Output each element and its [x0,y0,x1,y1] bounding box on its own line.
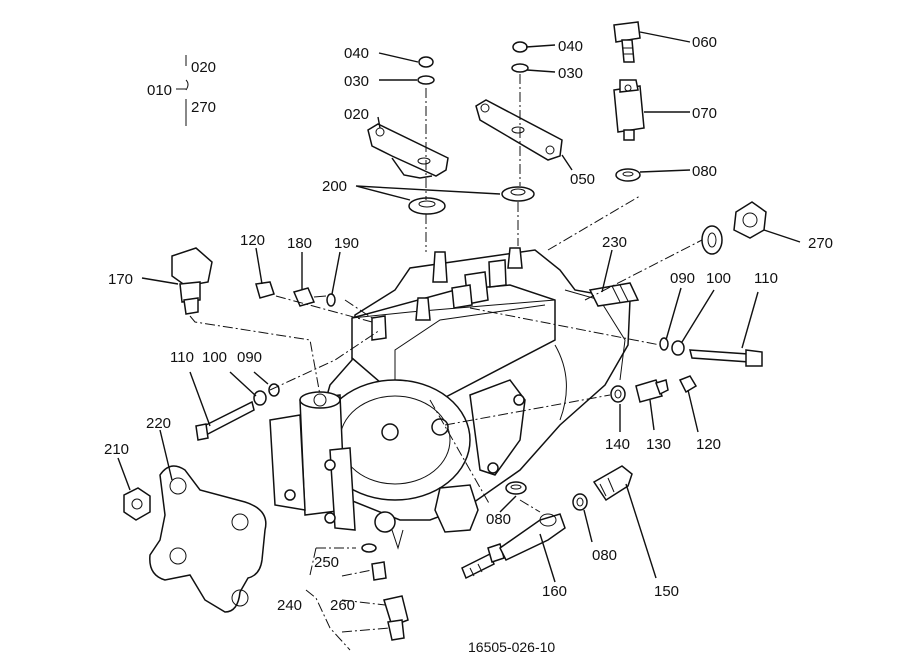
fittings-140-130-120 [610,375,698,403]
callout-260: 260 [330,597,355,614]
washer-200b [501,186,535,202]
bolt-110-left [195,383,280,441]
callout-060: 060 [692,34,717,51]
screw-180-190-120 [255,281,336,307]
plate-220 [149,465,267,613]
bolt-150 [592,465,633,502]
injection-pump-body [319,249,640,550]
range-label-main: 010 [147,82,172,99]
callout-100b: 100 [202,349,227,366]
nut-210 [123,487,151,521]
callout-190: 190 [334,235,359,252]
adaptor-070 [613,79,645,141]
governor-housing [269,391,356,531]
top-fasteners [408,41,535,215]
callout-090b: 090 [237,349,262,366]
callout-150: 150 [654,583,679,600]
callout-160: 160 [542,583,567,600]
washer-030a [417,75,435,85]
bracket-020 [367,123,449,179]
callout-140: 140 [605,436,630,453]
bolt-060 [613,21,641,63]
callout-labels: 040 040 030 030 020 050 060 070 080 080 … [104,34,833,614]
callout-080c: 080 [592,547,617,564]
callout-120b: 120 [696,436,721,453]
bolt-170 [171,247,213,315]
callout-030a: 030 [344,73,369,90]
callout-050: 050 [570,171,595,188]
callout-020: 020 [344,106,369,123]
nut-040a [418,56,434,68]
callout-040b: 040 [558,38,583,55]
callout-270: 270 [808,235,833,252]
washer-030b [511,63,529,73]
fittings-250-260-240 [361,543,409,641]
range-bracket [176,55,189,126]
callout-250: 250 [314,554,339,571]
nut-040b [512,41,528,53]
callout-110a: 110 [754,270,778,287]
washer-200a [408,197,446,215]
callout-240: 240 [277,597,302,614]
callout-200: 200 [322,178,347,195]
range-label: 010 020 270 [147,55,216,126]
callout-120a: 120 [240,232,265,249]
washer-080a [615,168,641,182]
callout-230: 230 [602,234,627,251]
pump-top-studs [371,247,523,341]
callout-100a: 100 [706,270,731,287]
callout-080b: 080 [486,511,511,528]
callout-090a: 090 [670,270,695,287]
range-label-top: 020 [191,59,216,76]
callout-220: 220 [146,415,171,432]
leader-lines [117,31,801,583]
callout-110b: 110 [170,349,194,366]
assembly-lines [189,74,703,651]
callout-210: 210 [104,441,129,458]
banjo-160 [461,481,566,580]
callout-070: 070 [692,105,717,122]
callout-130: 130 [646,436,671,453]
bracket-050 [475,99,563,161]
callout-080a: 080 [692,163,717,180]
callout-030b: 030 [558,65,583,82]
callout-180: 180 [287,235,312,252]
callout-170: 170 [108,271,133,288]
bolt-110-right [659,337,763,367]
figure-caption: 16505-026-10 [468,639,555,655]
washer-080c [572,493,588,511]
callout-040a: 040 [344,45,369,62]
range-label-bottom: 270 [191,99,216,116]
nut-270 [701,201,767,255]
